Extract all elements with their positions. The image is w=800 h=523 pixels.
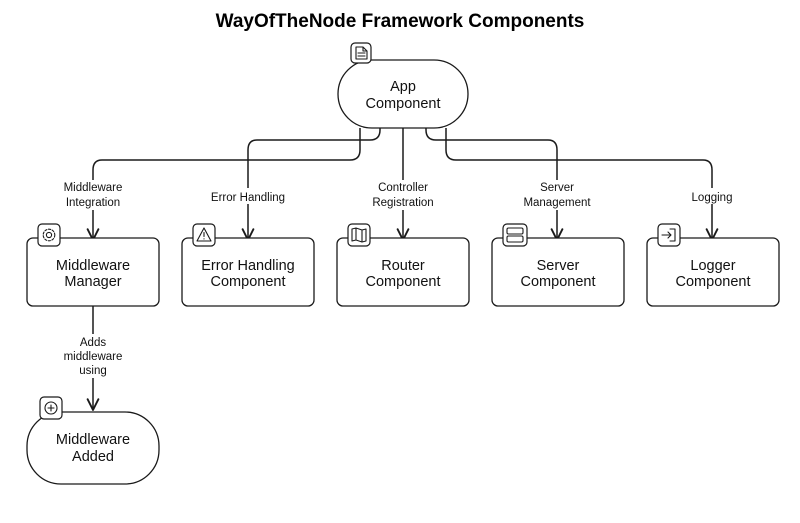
node-middleware-manager: Middleware Manager xyxy=(26,223,160,307)
edge-server-management xyxy=(425,128,564,241)
svg-text:Integration: Integration xyxy=(66,197,120,209)
svg-text:Added: Added xyxy=(72,449,114,465)
svg-text:Component: Component xyxy=(211,274,286,290)
server-icon xyxy=(502,223,528,247)
gear-icon xyxy=(37,223,61,247)
svg-text:using: using xyxy=(79,365,107,377)
svg-text:Manager: Manager xyxy=(64,274,121,290)
svg-text:Component: Component xyxy=(676,274,751,290)
svg-text:Component: Component xyxy=(366,96,441,112)
svg-text:Logger: Logger xyxy=(690,258,735,274)
svg-text:Router: Router xyxy=(381,258,425,274)
node-app-component: App Component xyxy=(337,42,469,129)
node-server-component: Server Component xyxy=(491,223,625,307)
edge-label-error-handling: Error Handling xyxy=(204,188,292,204)
node-middleware-added: Middleware Added xyxy=(26,396,160,485)
svg-text:Logging: Logging xyxy=(692,192,733,204)
edge-error-handling xyxy=(241,128,381,241)
svg-text:Adds: Adds xyxy=(80,337,106,349)
edge-label-middleware-integration: Middleware Integration xyxy=(56,180,130,210)
svg-text:Error Handling: Error Handling xyxy=(211,192,285,204)
svg-text:Registration: Registration xyxy=(372,197,433,209)
edge-label-adds-middleware: Adds middleware using xyxy=(58,334,128,378)
map-icon xyxy=(347,223,371,247)
edge-label-controller-registration: Controller Registration xyxy=(366,180,440,210)
svg-text:Server: Server xyxy=(537,258,580,274)
edge-label-server-management: Server Management xyxy=(518,180,596,210)
svg-text:Server: Server xyxy=(540,182,574,194)
svg-text:Component: Component xyxy=(521,274,596,290)
svg-text:Error Handling: Error Handling xyxy=(201,258,295,274)
svg-text:App: App xyxy=(390,79,416,95)
document-icon xyxy=(350,42,372,64)
svg-text:Middleware: Middleware xyxy=(64,182,123,194)
edge-middleware-integration xyxy=(86,128,361,241)
plus-circle-icon xyxy=(39,396,63,420)
diagram-title: WayOfTheNode Framework Components xyxy=(216,11,585,32)
edge-label-logging: Logging xyxy=(686,188,738,204)
edge-logging xyxy=(445,128,719,241)
svg-text:Controller: Controller xyxy=(378,182,428,194)
svg-text:Component: Component xyxy=(366,274,441,290)
svg-text:Middleware: Middleware xyxy=(56,258,130,274)
node-error-handling-component: Error Handling Component xyxy=(181,223,315,307)
log-in-icon xyxy=(657,223,681,247)
svg-text:middleware: middleware xyxy=(64,351,123,363)
svg-text:Middleware: Middleware xyxy=(56,432,130,448)
warning-icon xyxy=(192,223,216,247)
node-router-component: Router Component xyxy=(336,223,470,307)
node-logger-component: Logger Component xyxy=(646,223,780,307)
svg-text:Management: Management xyxy=(523,197,591,209)
